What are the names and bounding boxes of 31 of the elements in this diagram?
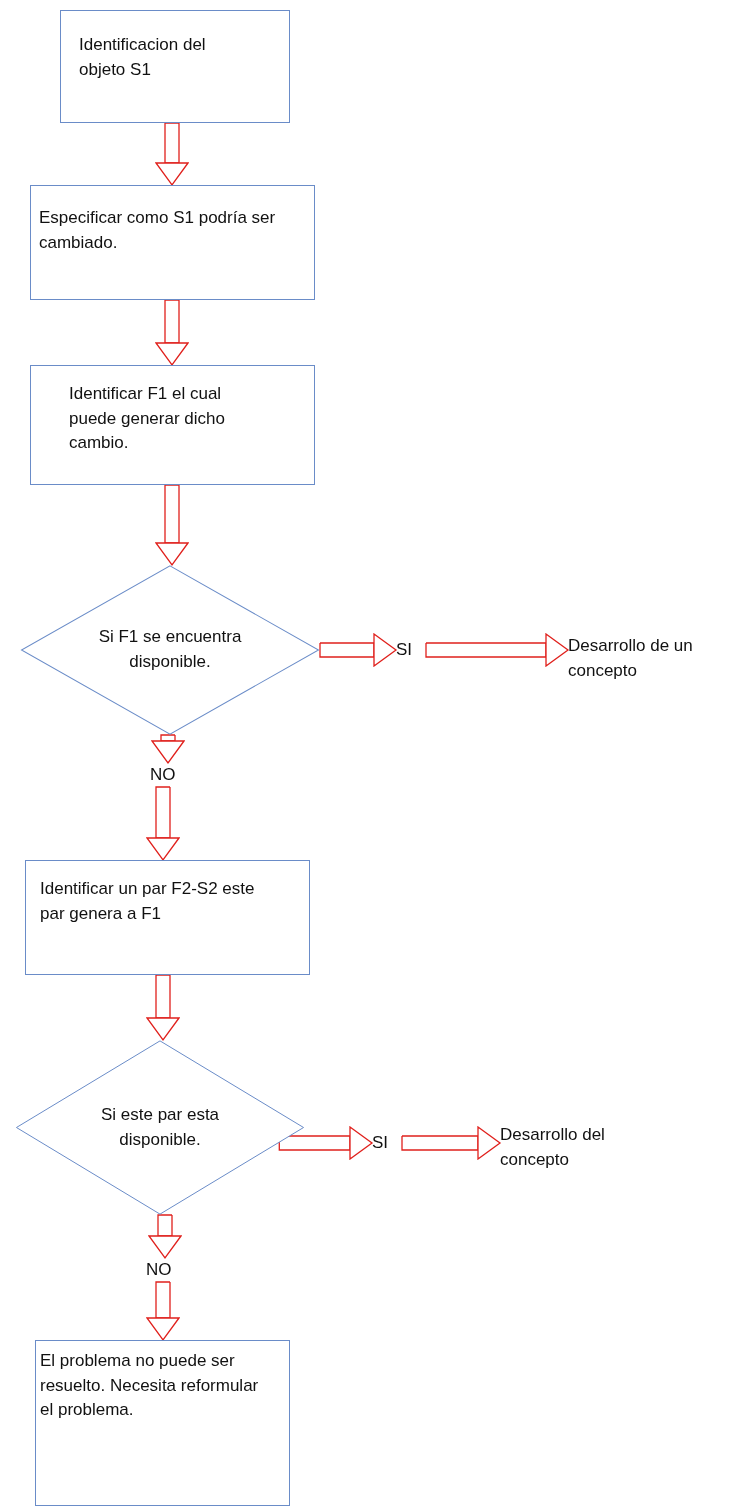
- block-arrow: [401, 1126, 501, 1160]
- block-arrow: [151, 734, 185, 764]
- flow-label: SI: [396, 638, 413, 661]
- process-box: [30, 365, 315, 485]
- decision-diamond: [15, 1040, 305, 1215]
- node-text: Identificar un par F2-S2 este par genera a F1: [40, 878, 255, 925]
- node-text: El problema no puede ser resuelto. Necesita reformular el problema.: [40, 1350, 260, 1422]
- node-text: Identificacion del objeto S1: [79, 34, 207, 81]
- block-arrow: [148, 1214, 182, 1259]
- process-box: [60, 10, 290, 123]
- block-arrow: [319, 633, 397, 667]
- block-arrow: [146, 1281, 180, 1341]
- node-text: Identificar F1 el cual puede generar dicho cambio.: [69, 383, 226, 455]
- process-box: [25, 860, 310, 975]
- flow-label: Desarrollo del concepto: [500, 1124, 606, 1171]
- decision-diamond: [20, 565, 320, 735]
- block-arrow: [155, 484, 189, 566]
- flow-label: NO: [146, 1258, 172, 1281]
- node-text: Si F1 se encuentra disponible.: [97, 626, 243, 673]
- block-arrow: [425, 633, 569, 667]
- flow-label: Desarrollo de un concepto: [568, 635, 694, 682]
- process-box: [35, 1340, 290, 1506]
- node-text: Especificar como S1 podría ser cambiado.: [39, 207, 277, 254]
- block-arrow: [155, 299, 189, 366]
- block-arrow: [155, 122, 189, 186]
- flow-label: NO: [150, 763, 176, 786]
- block-arrow: [146, 974, 180, 1041]
- node-text: Si este par esta disponible.: [99, 1103, 221, 1151]
- process-box: [30, 185, 315, 300]
- block-arrow: [146, 786, 180, 861]
- flow-label: SI: [372, 1131, 389, 1154]
